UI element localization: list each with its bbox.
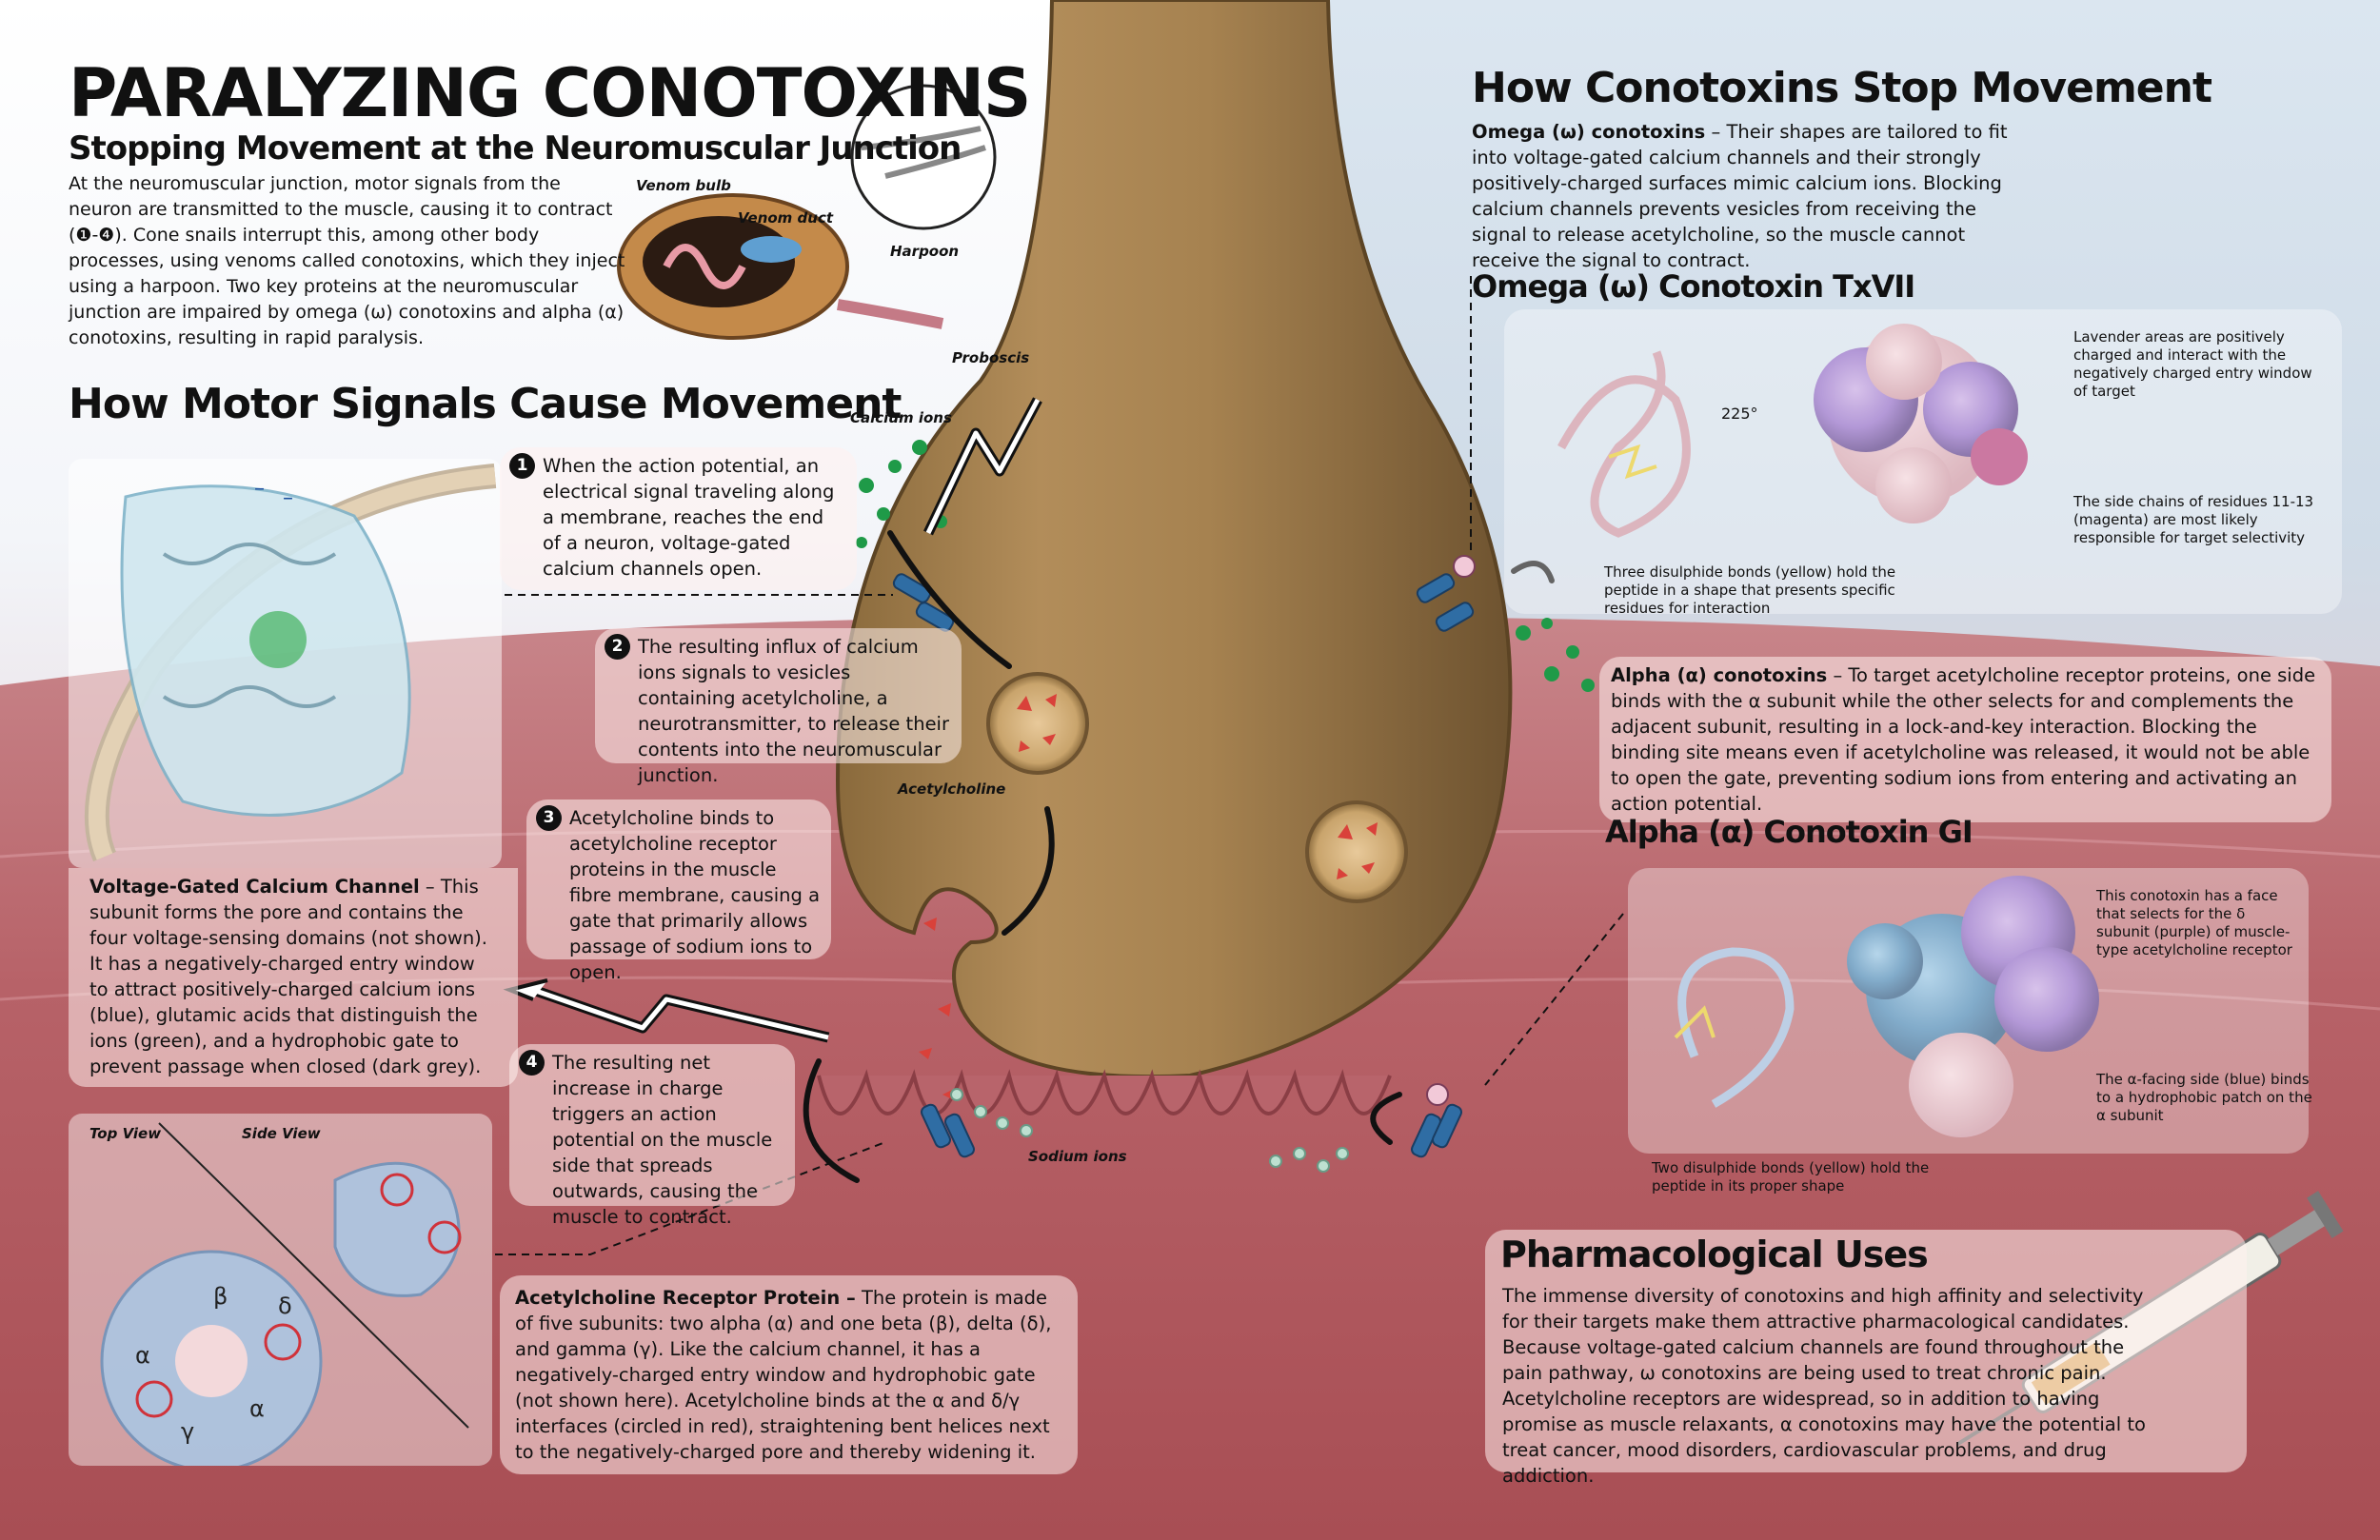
rotation-label: 225° <box>1721 405 1758 423</box>
pharma-panel <box>1485 1230 2247 1472</box>
label-top-view: Top View <box>89 1125 162 1142</box>
step-1-text: When the action potential, an electrical… <box>543 455 835 580</box>
page-subtitle: Stopping Movement at the Neuromuscular J… <box>69 129 962 168</box>
step-2-panel: 2 The resulting influx of calcium ions s… <box>595 628 962 786</box>
alpha-title: Alpha (α) conotoxins <box>1611 664 1828 686</box>
subunit-alpha-1: α <box>135 1342 150 1369</box>
subunit-delta: δ <box>278 1293 292 1319</box>
subunit-gamma: γ <box>181 1418 194 1445</box>
alpha-text: – To target acetylcholine receptor prote… <box>1611 664 2316 815</box>
vgcc-structure-illustration: – – <box>120 477 411 818</box>
pharma-heading: Pharmacological Uses <box>1500 1234 1929 1275</box>
section-heading-motor-signals: How Motor Signals Cause Movement <box>69 380 902 428</box>
vgcc-image-panel: – – <box>69 459 502 868</box>
alpha-description: Alpha (α) conotoxins – To target acetylc… <box>1599 657 2331 822</box>
achr-structure-illustration: β α δ γ α <box>100 1122 469 1472</box>
svg-text:–: – <box>254 477 265 501</box>
achr-image-panel: Top View Side View β α δ γ α <box>69 1114 492 1472</box>
omega-note-residues: The side chains of residues 11-13 (magen… <box>2073 493 2314 546</box>
alpha-toxin-heading: Alpha (α) Conotoxin GI <box>1605 814 1973 850</box>
vgcc-title: Voltage-Gated Calcium Channel <box>89 876 420 898</box>
step-4-text: The resulting net increase in charge tri… <box>552 1052 773 1228</box>
omega-structure-panel <box>1504 309 2342 614</box>
pharma-text: The immense diversity of conotoxins and … <box>1502 1285 2146 1487</box>
achr-title: Acetylcholine Receptor Protein – <box>515 1287 856 1309</box>
label-side-view: Side View <box>242 1125 321 1142</box>
step-1-number: 1 <box>509 453 535 479</box>
step-2-text: The resulting influx of calcium ions sig… <box>638 636 949 786</box>
vgcc-text: – This subunit forms the pore and contai… <box>89 876 487 1077</box>
page-title: PARALYZING CONOTOXINS <box>69 54 1031 132</box>
step-3-text: Acetylcholine binds to acetylcholine rec… <box>569 807 821 983</box>
label-venom-bulb: Venom bulb <box>636 177 731 194</box>
alpha-note-delta: This conotoxin has a face that selects f… <box>2096 887 2292 958</box>
achr-text: The protein is made of five subunits: tw… <box>515 1287 1052 1463</box>
omega-toxin-heading: Omega (ω) Conotoxin TxVII <box>1472 268 1915 305</box>
step-3-panel: 3 Acetylcholine binds to acetylcholine r… <box>526 800 831 983</box>
label-acetylcholine: Acetylcholine <box>898 780 1006 798</box>
subunit-beta: β <box>213 1283 228 1310</box>
omega-text: – Their shapes are tailored to fit into … <box>1472 121 2008 271</box>
step-2-number: 2 <box>605 634 630 660</box>
step-4-number: 4 <box>519 1050 545 1076</box>
label-proboscis: Proboscis <box>952 349 1030 366</box>
vgcc-description: Voltage-Gated Calcium Channel – This sub… <box>69 868 518 1087</box>
omega-note-disulphide: Three disulphide bonds (yellow) hold the… <box>1604 563 1896 617</box>
step-4-panel: 4 The resulting net increase in charge t… <box>509 1044 795 1228</box>
omega-description: Omega (ω) conotoxins – Their shapes are … <box>1472 119 2029 273</box>
omega-note-charge: Lavender areas are positively charged an… <box>2073 328 2312 400</box>
label-venom-duct: Venom duct <box>738 209 834 227</box>
step-1-panel: 1 When the action potential, an electric… <box>500 447 857 590</box>
intro-paragraph: At the neuromuscular junction, motor sig… <box>69 173 625 348</box>
alpha-structure-panel <box>1628 868 2309 1154</box>
alpha-note-alpha-side: The α-facing side (blue) binds to a hydr… <box>2096 1071 2312 1124</box>
achr-description: Acetylcholine Receptor Protein – The pro… <box>500 1275 1078 1474</box>
step-3-number: 3 <box>536 805 562 831</box>
alpha-note-disulphide: Two disulphide bonds (yellow) hold the p… <box>1652 1159 1930 1194</box>
label-sodium-ions: Sodium ions <box>1028 1148 1127 1165</box>
svg-text:–: – <box>283 486 293 510</box>
omega-title: Omega (ω) conotoxins <box>1472 121 1706 143</box>
section-heading-conotoxins: How Conotoxins Stop Movement <box>1472 64 2212 112</box>
subunit-alpha-2: α <box>249 1395 265 1422</box>
label-calcium-ions: Calcium ions <box>850 409 952 426</box>
label-harpoon: Harpoon <box>890 243 960 260</box>
